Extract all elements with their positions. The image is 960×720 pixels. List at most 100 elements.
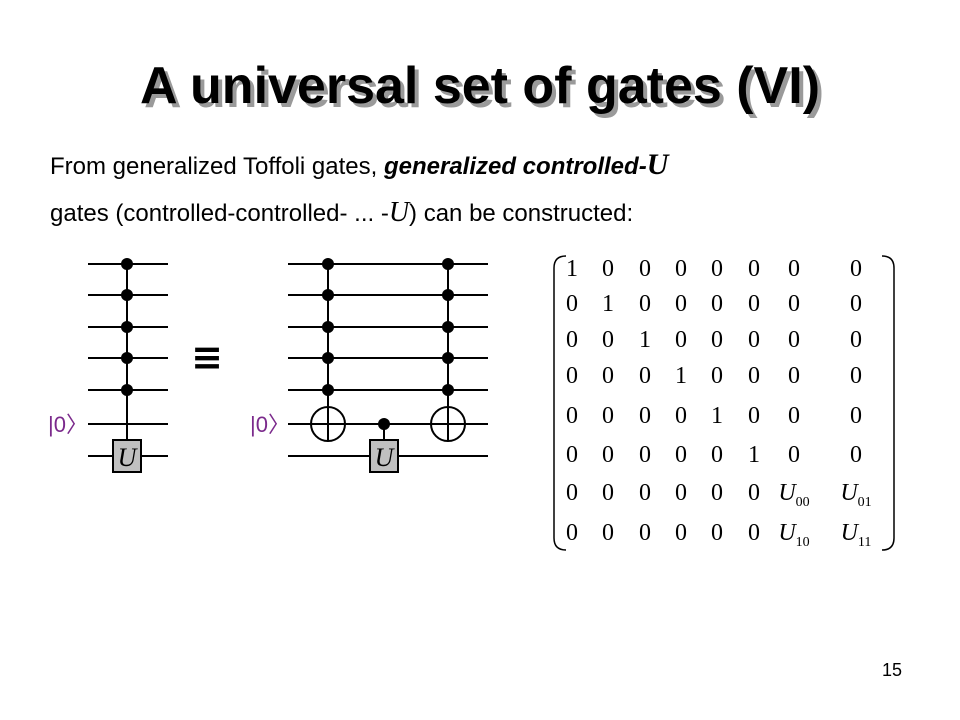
matrix-cell: U00 [778, 480, 809, 510]
matrix-cell: 0 [711, 327, 723, 353]
ancilla-control-dot [378, 418, 390, 430]
body-line-1-prefix: From generalized Toffoli gates, [50, 153, 384, 180]
matrix-cell: 0 [748, 403, 760, 429]
right-u-gate [369, 439, 399, 473]
matrix-cell: 0 [602, 403, 614, 429]
matrix-cell: 0 [602, 327, 614, 353]
matrix-cell: 0 [639, 480, 651, 506]
control-dot [121, 289, 133, 301]
matrix-cell: 0 [850, 256, 862, 282]
left-u-gate [112, 439, 142, 473]
matrix-cell: 0 [850, 403, 862, 429]
matrix-cell: 0 [748, 520, 760, 546]
matrix-cell: 0 [788, 442, 800, 468]
matrix-cell: U01 [840, 480, 871, 510]
matrix-right-bracket [881, 255, 895, 551]
slide-title-shadow: A universal set of gates (VI) [143, 61, 825, 119]
matrix-cell: 0 [639, 403, 651, 429]
matrix-cell: 0 [788, 403, 800, 429]
right-u-gate-label: U [375, 443, 396, 472]
body-line-1-variable: U [646, 148, 669, 181]
left-ancilla-ket: |0〉 [48, 412, 88, 437]
matrix-cell: 1 [748, 442, 760, 468]
page-number: 15 [882, 660, 903, 680]
control-dot [442, 321, 454, 333]
body-line-2: gates (controlled-controlled- ... -U) ca… [50, 197, 633, 229]
right-ancilla-ket: |0〉 [250, 412, 290, 437]
matrix-cell: 0 [639, 520, 651, 546]
control-dot [442, 384, 454, 396]
matrix-cell: 0 [566, 403, 578, 429]
matrix-cell: 0 [788, 363, 800, 389]
matrix-cell: 0 [748, 480, 760, 506]
matrix-cell: 0 [675, 520, 687, 546]
matrix-cell: 0 [566, 291, 578, 317]
control-dot [121, 352, 133, 364]
control-dot [442, 352, 454, 364]
right-control-dots [322, 258, 454, 430]
matrix-cell: 0 [675, 327, 687, 353]
matrix-cell: 0 [566, 442, 578, 468]
matrix-cell: 0 [748, 363, 760, 389]
matrix-cell: 0 [788, 327, 800, 353]
matrix-cell: 0 [711, 256, 723, 282]
matrix-cell: 0 [788, 291, 800, 317]
matrix-cell: 0 [711, 520, 723, 546]
body-line-1-emphasis: generalized controlled- [383, 153, 647, 180]
control-dot [322, 258, 334, 270]
matrix-cell: 1 [675, 363, 687, 389]
matrix-cell: 0 [602, 256, 614, 282]
matrix-cell: 0 [850, 363, 862, 389]
matrix-cell: U10 [778, 520, 809, 550]
matrix-cell: 0 [850, 442, 862, 468]
matrix-cell: 0 [566, 480, 578, 506]
control-dot [322, 289, 334, 301]
matrix-cell: 0 [602, 520, 614, 546]
matrix-cell: 0 [639, 442, 651, 468]
control-dot [322, 321, 334, 333]
matrix-cell: 0 [639, 291, 651, 317]
matrix-cell: 0 [602, 442, 614, 468]
slide-title: A universal set of gates (VI) A universa… [0, 56, 960, 146]
matrix-cell: 0 [675, 403, 687, 429]
body-line-2-suffix: ) can be constructed: [409, 200, 634, 227]
body-line-1: From generalized Toffoli gates, generali… [50, 148, 668, 182]
matrix-cell: 0 [639, 363, 651, 389]
control-dot [322, 352, 334, 364]
matrix-cell: 0 [675, 256, 687, 282]
matrix-cell: 0 [602, 480, 614, 506]
matrix-cell: 0 [566, 363, 578, 389]
matrix-cell: 1 [711, 403, 723, 429]
left-control-dots [121, 258, 133, 396]
matrix-cell: 0 [850, 327, 862, 353]
control-dot [121, 384, 133, 396]
body-line-2-variable: U [388, 197, 410, 228]
matrix-cell: 0 [675, 442, 687, 468]
control-dot [442, 289, 454, 301]
equivalence-symbol: ≡ [191, 335, 223, 379]
control-dot [322, 384, 334, 396]
matrix-cell: 0 [748, 256, 760, 282]
matrix-cell: 0 [711, 363, 723, 389]
matrix-cell: 0 [602, 363, 614, 389]
control-dot [121, 321, 133, 333]
matrix-cell: 0 [850, 291, 862, 317]
control-dot [442, 258, 454, 270]
matrix-cell: 0 [566, 327, 578, 353]
matrix-cell: 0 [711, 291, 723, 317]
left-u-gate-label: U [118, 443, 139, 472]
matrix-cell: 0 [675, 291, 687, 317]
matrix-cell: 0 [788, 256, 800, 282]
matrix-cell: 0 [566, 520, 578, 546]
matrix-cell: U11 [841, 520, 872, 550]
slide-title-text: A universal set of gates (VI) [139, 57, 821, 115]
matrix-cell: 0 [748, 291, 760, 317]
matrix-cell: 1 [602, 291, 614, 317]
body-line-2-prefix: gates (controlled-controlled- ... - [50, 200, 389, 227]
matrix-cell: 0 [675, 480, 687, 506]
matrix-cell: 0 [748, 327, 760, 353]
matrix-cell: 1 [566, 256, 578, 282]
matrix-left-bracket [553, 255, 567, 551]
